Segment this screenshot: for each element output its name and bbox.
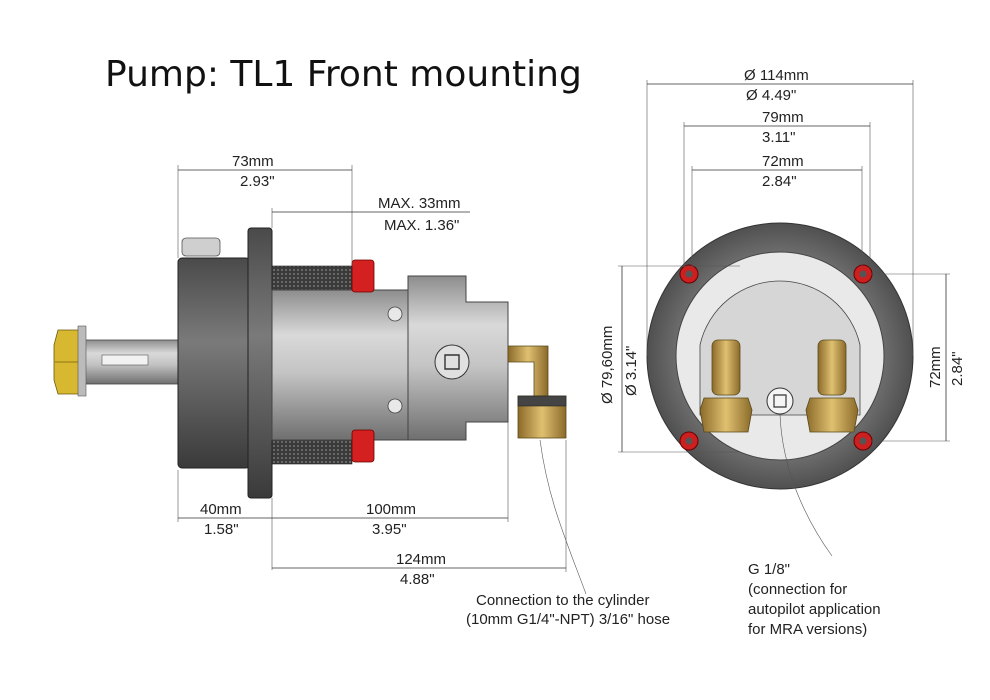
dim-dia-114mm: Ø 114mm [744, 67, 809, 84]
knurl-band-bottom [271, 437, 353, 465]
dim-79mm: 79mm [762, 109, 804, 126]
filler-cap [181, 237, 221, 257]
shaft-key [101, 354, 149, 366]
dim-4.88in: 4.88" [400, 571, 435, 588]
dim-v-2.84in: 2.84" [949, 351, 966, 386]
dim-dia-3.14in: Ø 3.14" [623, 346, 640, 396]
autopilot-note-line-2: (connection for [748, 581, 847, 598]
dim-dia-79.60mm: Ø 79,60mm [599, 326, 616, 404]
dim-max-1.36in: MAX. 1.36" [384, 217, 459, 234]
red-bolt-top [351, 259, 375, 293]
autopilot-note-line-1: G 1/8" [748, 561, 790, 578]
red-bolt-bottom [351, 429, 375, 463]
washer [77, 325, 87, 397]
dim-124mm: 124mm [396, 551, 446, 568]
drawing-title: Pump: TL1 Front mounting [105, 54, 582, 95]
screw-top [387, 306, 403, 322]
front-view-dimensions: Ø 114mm Ø 4.49" 79mm 3.11" 72mm 2.84" Ø … [599, 67, 966, 638]
autopilot-port [766, 387, 794, 415]
autopilot-note-line-4: for MRA versions) [748, 621, 867, 638]
knurl-band-top [271, 265, 353, 293]
elbow-fitting [507, 345, 549, 397]
dim-dia-4.49in: Ø 4.49" [746, 87, 796, 104]
side-view-pump [53, 227, 567, 499]
dim-2.93in: 2.93" [240, 173, 275, 190]
dim-2.84in: 2.84" [762, 173, 797, 190]
dim-v-72mm: 72mm [927, 346, 944, 388]
center-plug [434, 344, 470, 380]
dim-73mm: 73mm [232, 153, 274, 170]
mounting-flange [247, 227, 273, 499]
screw-bottom [387, 398, 403, 414]
dim-72mm: 72mm [762, 153, 804, 170]
side-view-dimensions: 73mm 2.93" MAX. 33mm MAX. 1.36" 40mm 1.5… [177, 153, 670, 628]
dim-3.11in: 3.11" [762, 129, 795, 146]
cylinder-note-line-1: Connection to the cylinder [476, 592, 649, 609]
fitting-left [711, 339, 741, 396]
cylinder-note-line-2: (10mm G1/4"-NPT) 3/16" hose [466, 611, 670, 628]
front-view-pump [646, 222, 914, 490]
dim-3.95in: 3.95" [372, 521, 407, 538]
dim-40mm: 40mm [200, 501, 242, 518]
dim-max-33mm: MAX. 33mm [378, 195, 461, 212]
autopilot-note-line-3: autopilot application [748, 601, 881, 618]
fitting-right [817, 339, 847, 396]
dim-100mm: 100mm [366, 501, 416, 518]
rear-housing [177, 257, 251, 469]
dim-1.58in: 1.58" [204, 521, 239, 538]
